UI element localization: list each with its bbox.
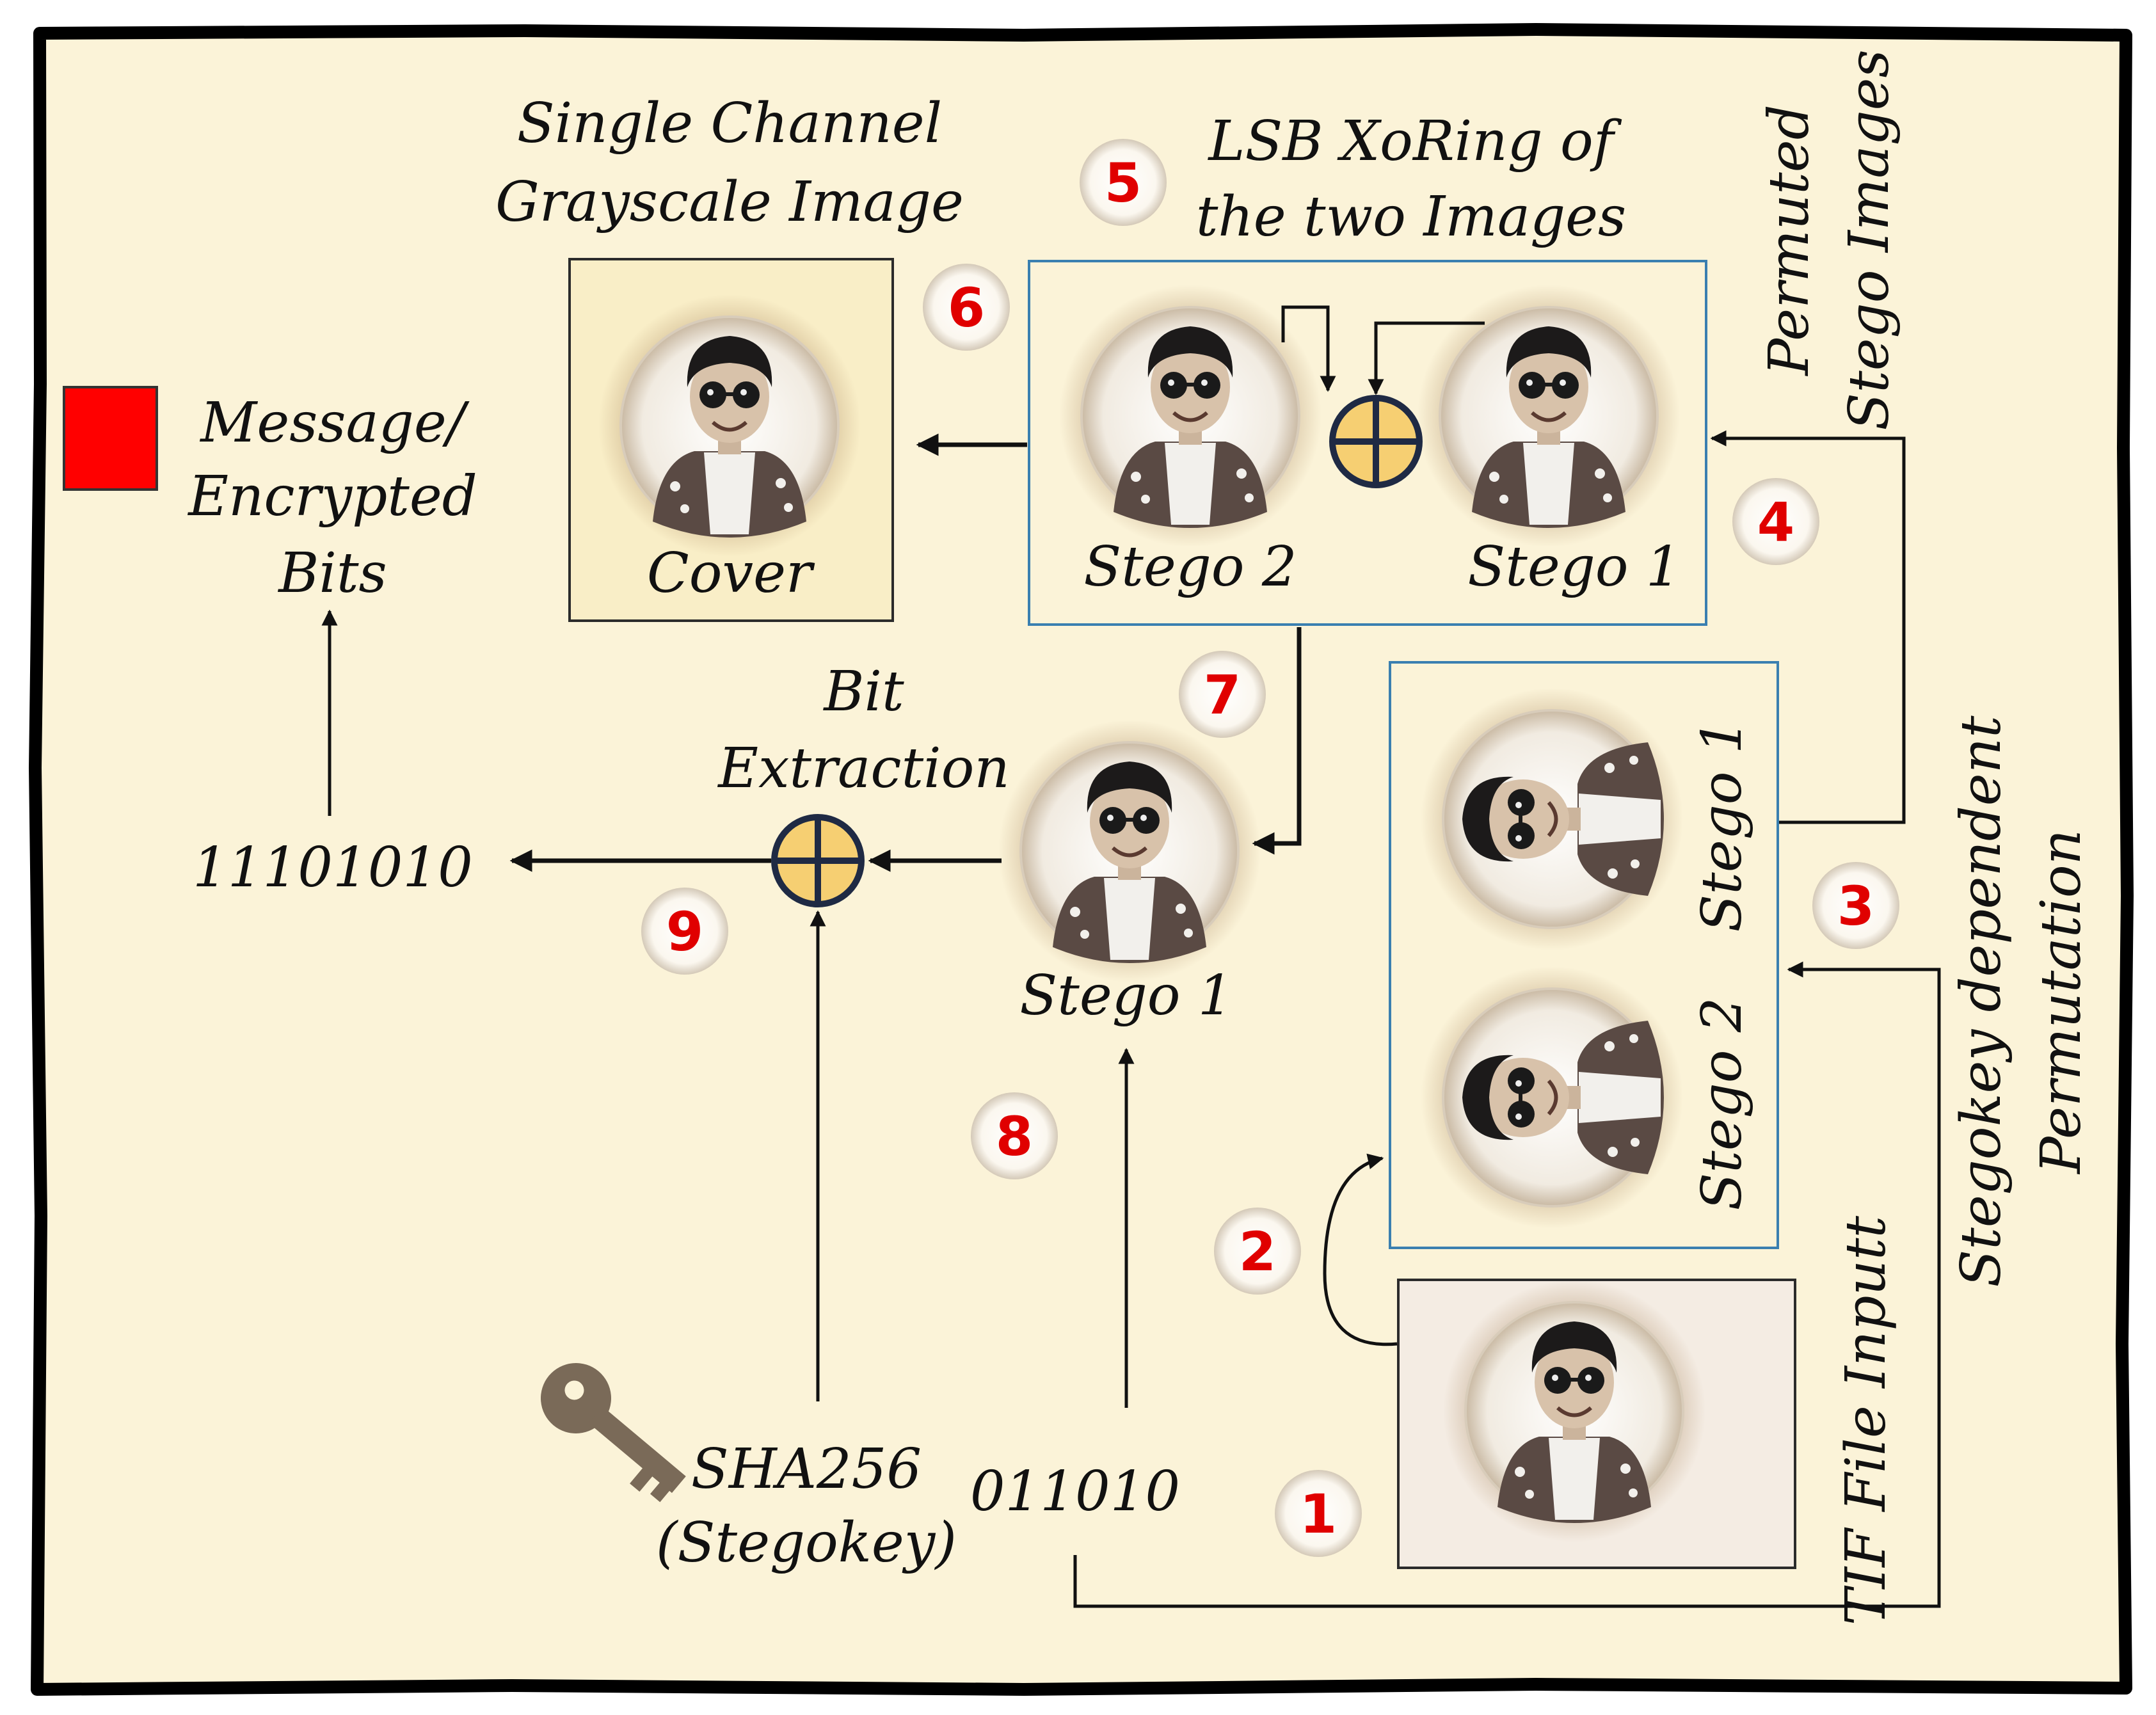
arrow-tif-to-stego (1323, 1153, 1398, 1346)
lsb-label-1: LSB XoRing of (1207, 109, 1622, 173)
message-label-1: Message/ (199, 391, 469, 455)
message-label-2: Encrypted (187, 465, 477, 529)
step-badge-9: 9 (641, 888, 728, 975)
cover-image-box (568, 258, 894, 622)
stego1-top-label: Stego 1 (1467, 535, 1681, 599)
stego1-side-label: Stego 1 (1690, 719, 1754, 932)
lsb-label-2: the two Images (1196, 185, 1626, 249)
svg-text:2: 2 (1239, 1220, 1276, 1283)
stego2-side-portrait (1421, 966, 1683, 1229)
arrow-stego2-to-xor (1281, 305, 1336, 392)
svg-text:1: 1 (1300, 1483, 1337, 1545)
svg-text:4: 4 (1757, 491, 1794, 554)
stego1-mid-portrait (998, 720, 1261, 982)
xor-extraction-icon (774, 817, 861, 904)
arrow-stego1-to-xor (1368, 321, 1485, 395)
cover-label: Cover (647, 541, 815, 605)
permuted-stego-box (1389, 661, 1779, 1249)
svg-text:7: 7 (1204, 664, 1241, 726)
arrow-permutation-loop (1073, 961, 1941, 1608)
sha-label-2: (Stegokey) (656, 1511, 957, 1575)
step-badge-7: 7 (1179, 651, 1266, 738)
svg-text:5: 5 (1105, 152, 1142, 214)
tif-input-box (1397, 1280, 1796, 1569)
cover-portrait (598, 294, 861, 557)
permuted-label-2: Stego Images (1837, 49, 1901, 430)
sha-label-1: SHA256 (691, 1437, 922, 1501)
xor-top-icon (1332, 398, 1419, 485)
bit-extraction-label-2: Extraction (717, 737, 1010, 801)
arrow-xor-to-stego1 (1252, 627, 1302, 855)
step-badge-5: 5 (1080, 139, 1167, 226)
step-badge-4: 4 (1732, 478, 1819, 565)
key-icon (541, 1363, 686, 1503)
bit-extraction-label-1: Bit (822, 660, 904, 724)
grayscale-label-1: Single Channel (517, 92, 942, 156)
arrow-permuted-to-top (1710, 430, 1906, 824)
grayscale-label-2: Grayscale Image (495, 170, 964, 234)
svg-text:3: 3 (1837, 875, 1874, 937)
stego1-side-portrait (1421, 688, 1683, 950)
tif-label: TIF File Inputt (1834, 1215, 1898, 1625)
bits-in-label: 011010 (970, 1460, 1180, 1524)
stego2-top-label: Stego 2 (1083, 535, 1297, 599)
message-square (63, 386, 158, 491)
step-badge-3: 3 (1812, 862, 1899, 949)
step-badge-6: 6 (923, 264, 1010, 351)
permuted-label-1: Permuted (1757, 104, 1821, 376)
svg-text:8: 8 (996, 1105, 1033, 1168)
stegokey-perm-label-2: Permutation (2029, 829, 2093, 1175)
svg-text:9: 9 (666, 900, 703, 963)
tif-portrait (1443, 1280, 1705, 1542)
bits-out-label: 11101010 (193, 836, 473, 900)
step-badge-8: 8 (971, 1092, 1058, 1179)
step-badge-1: 1 (1275, 1470, 1362, 1557)
stego2-side-label: Stego 2 (1690, 997, 1754, 1210)
stego1-mid-label: Stego 1 (1019, 964, 1233, 1028)
stegokey-perm-label-1: Stegokey dependent (1949, 715, 2013, 1288)
stego-xor-box (1028, 260, 1707, 626)
message-label-3: Bits (277, 541, 387, 605)
svg-text:6: 6 (948, 276, 985, 339)
step-badge-2: 2 (1214, 1208, 1301, 1295)
